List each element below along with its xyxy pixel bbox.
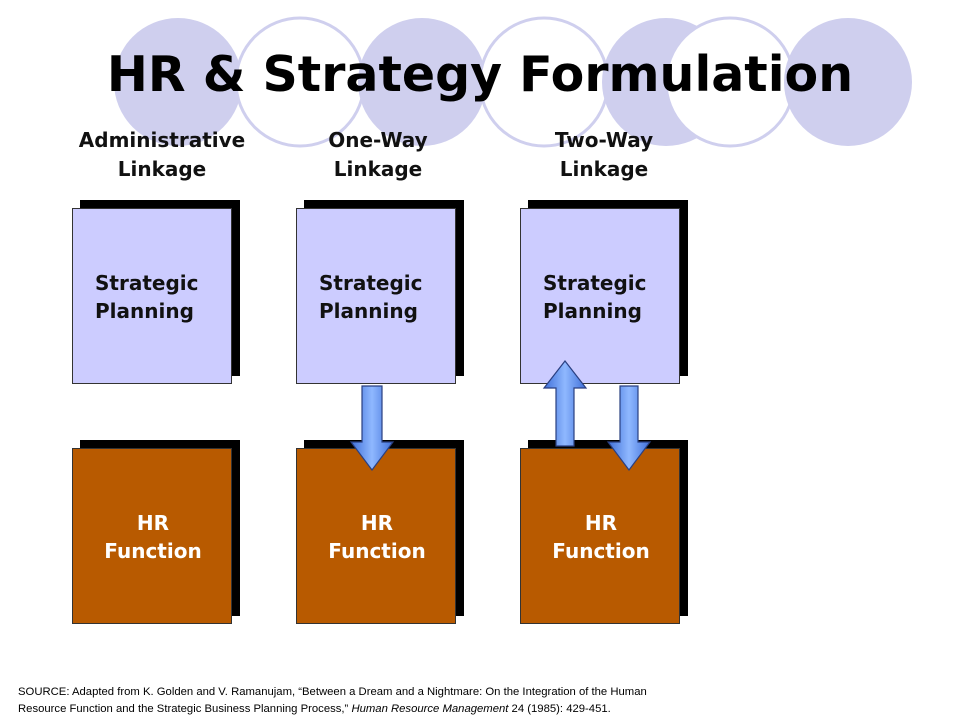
source-line-1: SOURCE: Adapted from K. Golden and V. Ra… <box>18 686 647 698</box>
down-arrow-icon <box>606 385 652 471</box>
deco-circle <box>114 18 242 146</box>
box-label-line: Function <box>104 539 202 563</box>
decorative-circles <box>114 16 912 148</box>
box-label-line: Planning <box>95 299 194 323</box>
hr-function-box: HR Function <box>296 448 456 624</box>
hr-function-box: HR Function <box>520 448 680 624</box>
hr-function-box: HR Function <box>72 448 232 624</box>
source-line-2-end: 24 (1985): 429-451. <box>508 703 611 715</box>
column-label-line: One-Way <box>328 128 428 152</box>
box-label-line: Strategic <box>543 271 647 295</box>
deco-circle <box>784 18 912 146</box>
box-label-line: Planning <box>543 299 642 323</box>
down-arrow-icon <box>349 385 395 471</box>
box-label-line: Function <box>552 539 650 563</box>
source-line-2: Resource Function and the Strategic Busi… <box>18 703 352 715</box>
strategic-planning-box: Strategic Planning <box>520 208 680 384</box>
box-label-line: Planning <box>319 299 418 323</box>
box-label-line: Strategic <box>319 271 423 295</box>
box-label-line: Function <box>328 539 426 563</box>
strategic-planning-box: Strategic Planning <box>72 208 232 384</box>
column-label-line: Two-Way <box>554 128 654 152</box>
column-label-administrative: Administrative Linkage <box>52 126 272 184</box>
column-label-two-way: Two-Way Linkage <box>494 126 714 184</box>
up-arrow-icon <box>542 360 588 447</box>
box-label-line: HR <box>136 511 170 535</box>
column-label-one-way: One-Way Linkage <box>268 126 488 184</box>
source-journal: Human Resource Management <box>351 703 509 715</box>
column-label-line: Linkage <box>559 157 649 181</box>
source-citation: SOURCE: Adapted from K. Golden and V. Ra… <box>18 684 948 718</box>
column-label-line: Linkage <box>333 157 423 181</box>
deco-circle <box>358 18 486 146</box>
box-label-line: HR <box>584 511 618 535</box>
strategic-planning-box: Strategic Planning <box>296 208 456 384</box>
box-label-line: HR <box>360 511 394 535</box>
box-label-line: Strategic <box>95 271 199 295</box>
column-label-line: Administrative <box>78 128 246 152</box>
column-label-line: Linkage <box>117 157 207 181</box>
page-title: HR & Strategy Formulation <box>106 46 854 103</box>
